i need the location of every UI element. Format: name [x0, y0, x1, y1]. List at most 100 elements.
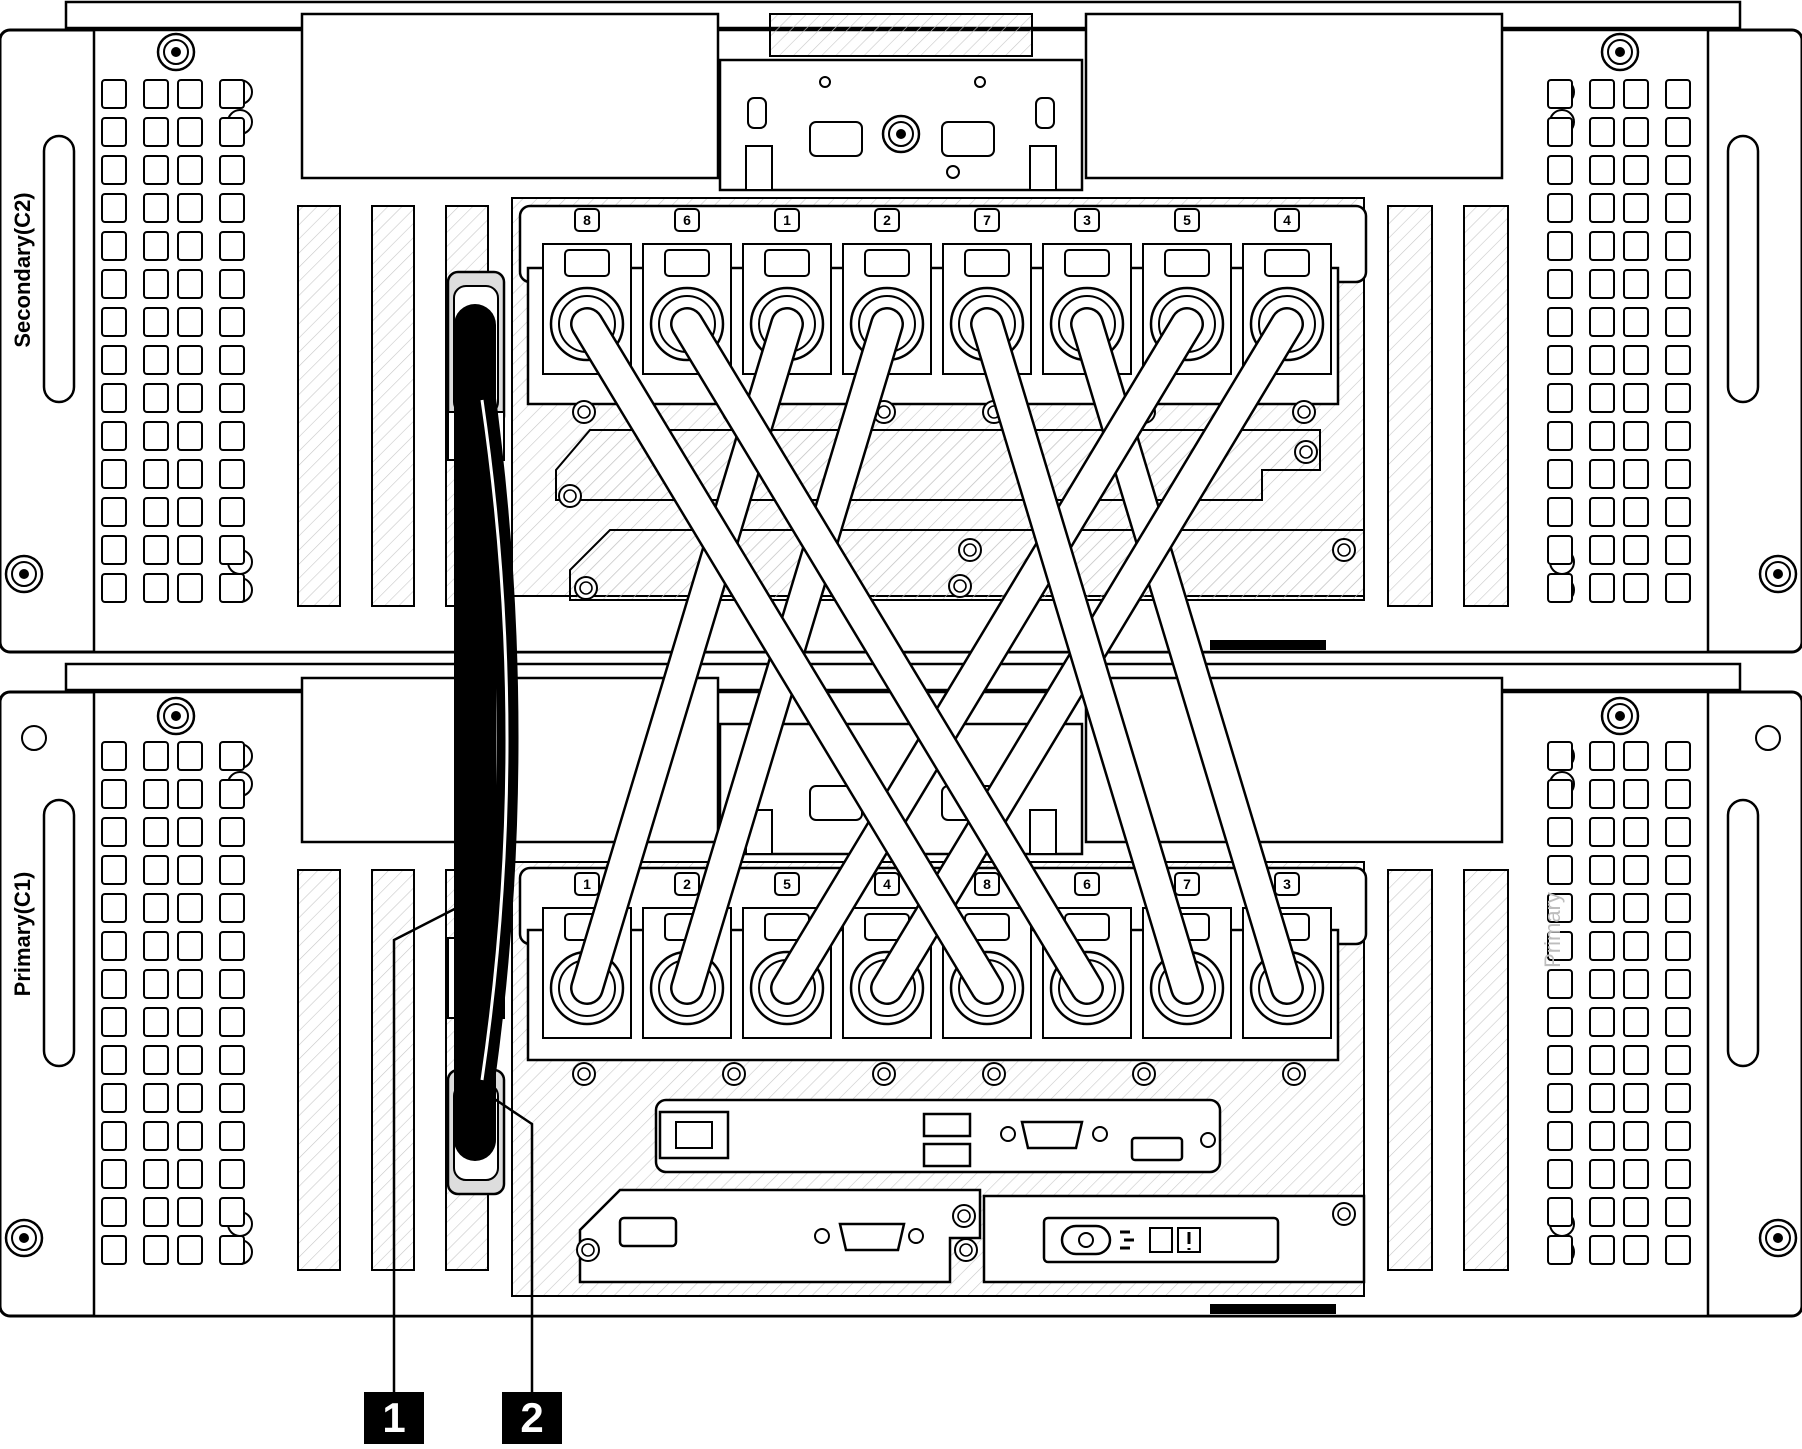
vent-slot — [1589, 855, 1615, 885]
vent-slot — [1665, 817, 1691, 847]
vent-slot — [1665, 931, 1691, 961]
vent-slot — [1665, 79, 1691, 109]
vent-slot — [177, 817, 203, 847]
vent-slot — [219, 931, 245, 961]
vent-slot — [1665, 497, 1691, 527]
vent-slot — [219, 893, 245, 923]
vent-slot — [1665, 893, 1691, 923]
vent-slot — [101, 535, 127, 565]
vent-slot — [101, 573, 127, 603]
vent-slot — [1547, 193, 1573, 223]
vent-slot — [219, 779, 245, 809]
vent-slot — [177, 497, 203, 527]
port-label-box — [1274, 208, 1300, 232]
vent-slot — [1547, 1159, 1573, 1189]
vent-slot — [1547, 79, 1573, 109]
vent-slot — [1623, 1121, 1649, 1151]
vent-slot — [1665, 307, 1691, 337]
vent-slot — [177, 1083, 203, 1113]
port-number: 3 — [1083, 212, 1091, 228]
port-label-box — [874, 208, 900, 232]
vent-grids — [101, 79, 1691, 1265]
vent-slot — [143, 893, 169, 923]
screw-icon — [1758, 554, 1798, 594]
vent-slot — [1623, 779, 1649, 809]
screw-icon — [1332, 538, 1356, 562]
io-module — [654, 1098, 1222, 1174]
vent-slot — [1665, 155, 1691, 185]
vent-slot — [177, 1007, 203, 1037]
vent-slot — [219, 741, 245, 771]
vent-slot — [1665, 1045, 1691, 1075]
vga-port-icon — [1000, 1120, 1108, 1150]
vent-slot — [1665, 383, 1691, 413]
vent-slot — [101, 969, 127, 999]
vent-slot — [177, 931, 203, 961]
vent-slot — [143, 383, 169, 413]
vent-slot — [101, 155, 127, 185]
vent-slot — [1547, 855, 1573, 885]
screw-icon — [1600, 696, 1640, 736]
vent-slot — [1547, 893, 1573, 923]
vent-slot — [143, 117, 169, 147]
vent-slot — [219, 307, 245, 337]
vent-slot — [143, 573, 169, 603]
port-label-box — [574, 208, 600, 232]
vent-slot — [177, 779, 203, 809]
vent-slot — [1623, 969, 1649, 999]
vent-slot — [177, 231, 203, 261]
vent-slot — [1589, 421, 1615, 451]
port-label-box — [674, 872, 700, 896]
port-label-box — [774, 872, 800, 896]
screw-icon — [156, 32, 196, 72]
vent-slot — [1665, 855, 1691, 885]
vent-slot — [1589, 931, 1615, 961]
port-label-box — [1174, 872, 1200, 896]
port-label-box — [974, 872, 1000, 896]
vent-slot — [1623, 535, 1649, 565]
cable-2 — [464, 319, 519, 1151]
vent-slot — [1665, 421, 1691, 451]
vent-slot — [143, 155, 169, 185]
port-label-box — [874, 872, 900, 896]
vent-slot — [143, 1159, 169, 1189]
vent-slot — [1623, 1159, 1649, 1189]
vent-slot — [143, 231, 169, 261]
vent-slot — [1547, 345, 1573, 375]
vent-slot — [101, 231, 127, 261]
vent-slot — [1623, 817, 1649, 847]
management-module — [576, 1188, 982, 1284]
vent-slot — [219, 855, 245, 885]
vent-slot — [1623, 573, 1649, 603]
ethernet-port-icon — [658, 1110, 730, 1160]
vent-slot — [1665, 741, 1691, 771]
vent-slot — [1623, 383, 1649, 413]
vent-slot — [219, 1083, 245, 1113]
port-number: 3 — [1283, 876, 1291, 892]
vent-slot — [1589, 79, 1615, 109]
screw-icon — [954, 1238, 978, 1262]
vent-slot — [101, 1235, 127, 1265]
screw-icon — [1332, 1202, 1356, 1226]
vent-slot — [219, 269, 245, 299]
screw-icon — [4, 1218, 44, 1258]
vent-slot — [1547, 459, 1573, 489]
vent-slot — [1547, 573, 1573, 603]
vent-slot — [101, 459, 127, 489]
vent-slot — [1589, 969, 1615, 999]
vent-slot — [1665, 969, 1691, 999]
port-number: 5 — [1183, 212, 1191, 228]
screw-icon — [576, 1238, 600, 1262]
port-label-box — [574, 872, 600, 896]
vent-slot — [143, 497, 169, 527]
vent-slot — [219, 573, 245, 603]
vent-slot — [1623, 1083, 1649, 1113]
port-number: 6 — [1083, 876, 1091, 892]
vent-slot — [177, 193, 203, 223]
vent-slot — [177, 893, 203, 923]
left-ear-lower — [4, 696, 253, 1265]
vent-slot — [1547, 269, 1573, 299]
screw-icon — [574, 576, 598, 600]
